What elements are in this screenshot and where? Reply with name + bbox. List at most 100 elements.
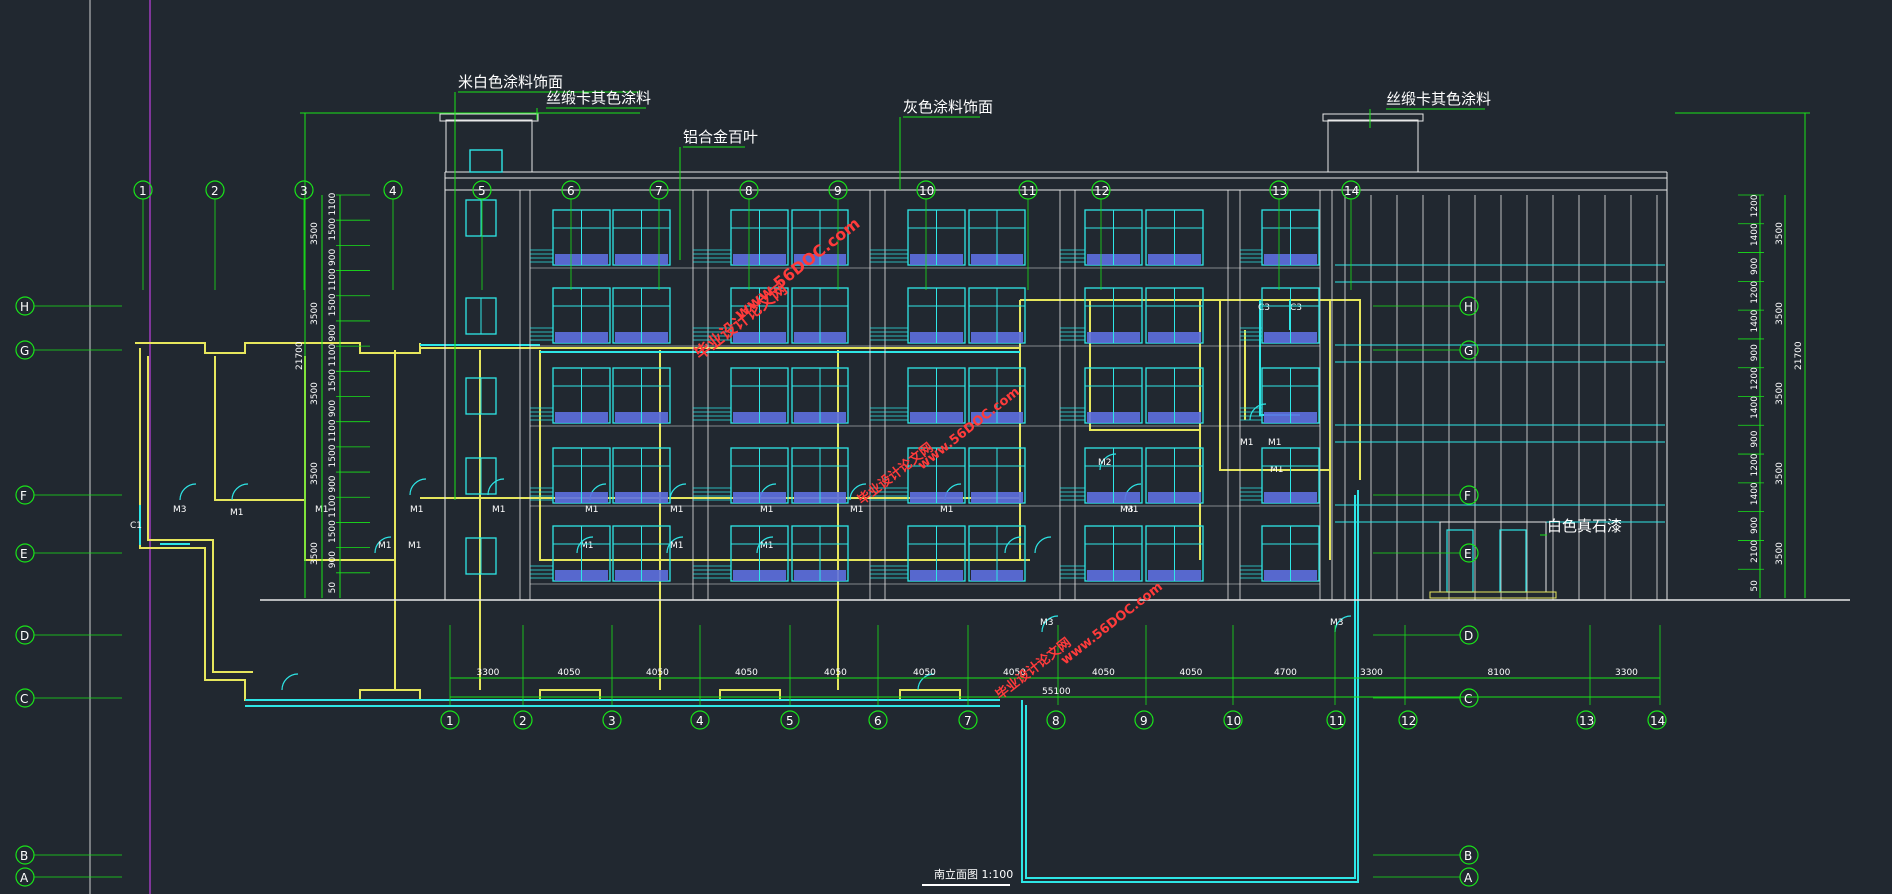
door-swing — [179, 483, 197, 501]
watermark-url: www.56DOC.com — [731, 214, 864, 323]
stair-tower-right-cap — [1322, 113, 1424, 122]
plan-wall — [1089, 300, 1200, 431]
dim-text-left: 1100 — [328, 268, 338, 291]
entrance-door — [1499, 529, 1527, 593]
door-tag: M3 — [173, 505, 187, 515]
dim-text-bottom: 4050 — [558, 668, 581, 678]
callout-mibai: 米白色涂料饰面 — [458, 73, 563, 91]
row-label-left: B — [20, 849, 28, 863]
plan-wall — [135, 342, 421, 354]
row-label-right: C — [1464, 692, 1472, 706]
elev-axis-label: 9 — [834, 184, 842, 198]
row-label-right: E — [1464, 547, 1472, 561]
row-label-left: A — [20, 871, 29, 885]
plan-axis-bubble — [1046, 710, 1066, 730]
door-tag: M1 — [1268, 438, 1282, 448]
floor-plan: M3M1M1M1M1M1M1M1M1M1M1M1M1M1M1M1M2M3M3M3… — [130, 299, 1361, 883]
door-swing — [666, 536, 684, 554]
dim-text-left: 900 — [328, 475, 338, 492]
door-swing — [281, 673, 299, 691]
plan-axis-bubble — [440, 710, 460, 730]
dim-text-right: 1200 — [1750, 453, 1760, 476]
row-label-left: C — [20, 692, 28, 706]
door-tag: M1 — [580, 541, 594, 551]
dim-text-left-big: 3500 — [310, 302, 320, 325]
plan-wall-cyan — [1021, 490, 1359, 883]
door-tag: M1 — [850, 505, 864, 515]
watermark-url: www.56DOC.com — [1058, 580, 1166, 669]
dim-text-right-big: 3500 — [1775, 302, 1785, 325]
dim-text-bottom: 4050 — [1092, 668, 1115, 678]
plan-axis-bubble — [602, 710, 622, 730]
door-tag: M1 — [940, 505, 954, 515]
door-tag: M1 — [1125, 505, 1139, 515]
door-swing — [374, 536, 392, 554]
south-elevation — [260, 113, 1850, 601]
dim-text-right: 1200 — [1750, 281, 1760, 304]
dim-text-right: 1400 — [1750, 223, 1760, 246]
door-tag: M1 — [492, 505, 506, 515]
door-swing — [487, 478, 505, 496]
elev-axis-label: 4 — [389, 184, 397, 198]
row-label-right: H — [1464, 300, 1473, 314]
dim-text-left: 1100 — [328, 192, 338, 215]
door-tag: M1 — [410, 505, 424, 515]
plan-axis-bubble — [958, 710, 978, 730]
plan-axis-label: 2 — [519, 714, 527, 728]
door-tag: M1 — [1270, 465, 1284, 475]
dim-text-bottom: 4700 — [1274, 668, 1297, 678]
entrance-steps — [1429, 591, 1557, 599]
dim-text-bottom: 4050 — [1003, 668, 1026, 678]
dimension-lines: 1100150090011001500900110015009001100150… — [295, 91, 1810, 705]
dim-text-right-big: 3500 — [1775, 382, 1785, 405]
callout-siyoka-left: 丝缎卡其色涂料 — [546, 89, 651, 107]
plan-wall — [304, 360, 396, 690]
door-tag: C3 — [1290, 303, 1302, 313]
row-label-right: F — [1464, 489, 1471, 503]
dim-text-right-big: 3500 — [1775, 542, 1785, 565]
dim-text-left-big: 3500 — [310, 222, 320, 245]
door-swing — [917, 673, 935, 691]
dim-text-right: 900 — [1750, 517, 1760, 534]
stair-tower-right — [1327, 119, 1419, 173]
callout-siyoka-right: 丝缎卡其色涂料 — [1386, 90, 1491, 108]
row-label-right: D — [1464, 629, 1473, 643]
door-tag: M1 — [1240, 438, 1254, 448]
plan-axis-label: 12 — [1401, 714, 1416, 728]
elev-axis-label: 8 — [745, 184, 753, 198]
door-swing — [1249, 403, 1267, 421]
plan-axis-label: 6 — [874, 714, 882, 728]
dim-text-right: 2100 — [1750, 540, 1760, 563]
dim-text-left: 1100 — [328, 419, 338, 442]
dim-text-bottom: 4050 — [735, 668, 758, 678]
plan-wall — [139, 348, 1000, 701]
dim-text-right: 900 — [1750, 344, 1760, 361]
dim-text-left: 1500 — [328, 218, 338, 241]
dim-text-left-big: 3500 — [310, 462, 320, 485]
stair-tower-left-cap — [439, 113, 539, 122]
plan-axis-label: 7 — [964, 714, 972, 728]
elev-axis-label: 10 — [919, 184, 934, 198]
plan-axis-bubble — [690, 710, 710, 730]
dim-text-bottom: 4050 — [913, 668, 936, 678]
stair-tower-left — [445, 119, 533, 173]
door-tag: M1 — [585, 505, 599, 515]
dim-text-right-big: 3500 — [1775, 462, 1785, 485]
dim-text-left: 1500 — [328, 369, 338, 392]
dim-text-right: 50 — [1750, 580, 1760, 592]
door-tag: M3 — [1330, 618, 1344, 628]
plan-axis-label: 10 — [1226, 714, 1241, 728]
dim-text-left-big: 3500 — [310, 382, 320, 405]
door-swing — [231, 483, 249, 501]
plan-wall — [1219, 300, 1330, 471]
plan-axis-bubble — [868, 710, 888, 730]
dim-text-right: 1200 — [1750, 367, 1760, 390]
elev-axis-label: 13 — [1272, 184, 1287, 198]
elev-axis-label: 2 — [211, 184, 219, 198]
dim-text-left-total: 21700 — [295, 341, 305, 370]
door-swing — [409, 478, 427, 496]
plan-axis-bubble — [1647, 710, 1667, 730]
door-tag: M1 — [670, 541, 684, 551]
